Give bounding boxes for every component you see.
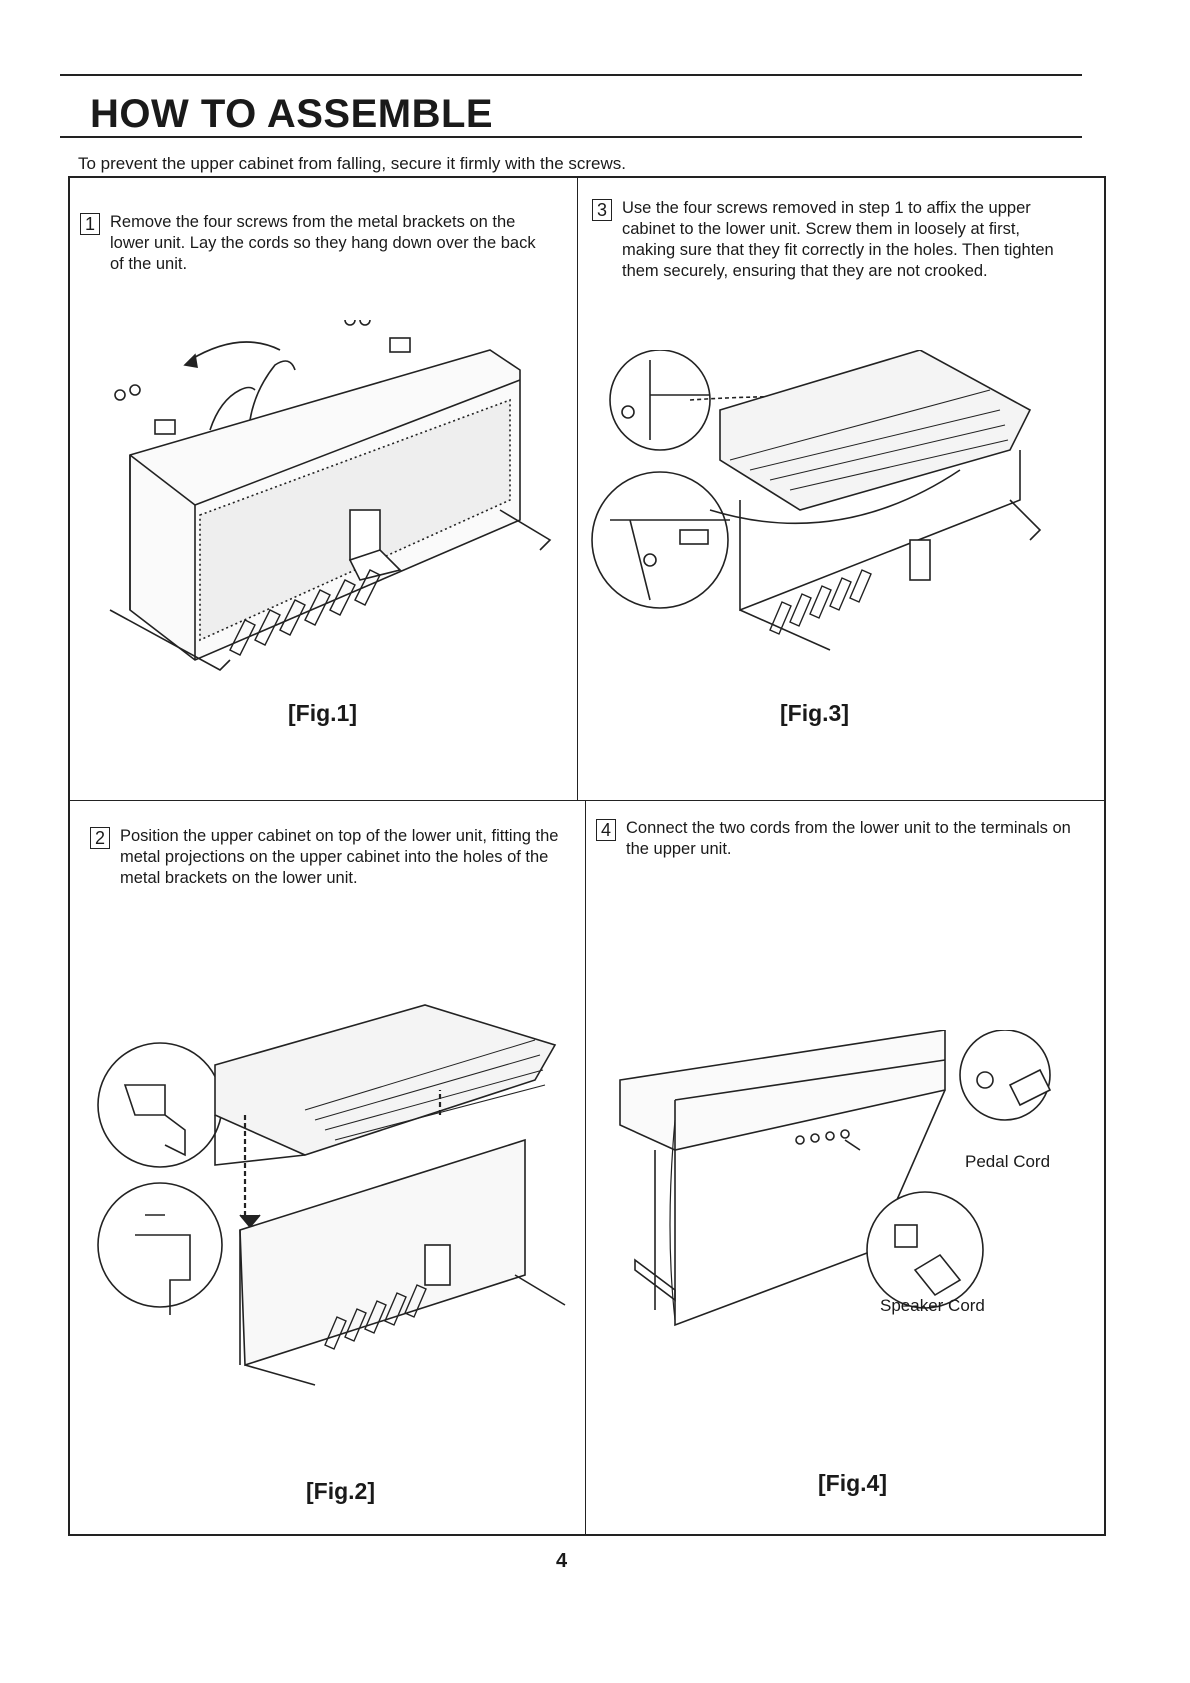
step-number: 2: [90, 827, 110, 849]
step-2: 2 Position the upper cabinet on top of t…: [90, 826, 560, 889]
step-number: 3: [592, 199, 612, 221]
step-text: Connect the two cords from the lower uni…: [626, 819, 1071, 858]
fig4-illustration: [619, 1030, 1052, 1327]
fig1-label: [Fig.1]: [288, 700, 357, 726]
step-4: 4 Connect the two cords from the lower u…: [596, 818, 1076, 860]
grid-divider-bottom: [585, 800, 586, 1535]
grid-divider-middle: [68, 800, 1106, 801]
pedal-cord-callout: Pedal Cord: [965, 1152, 1051, 1171]
step-3: 3 Use the four screws removed in step 1 …: [592, 198, 1072, 282]
fig4-label: [Fig.4]: [818, 1470, 887, 1496]
intro-text: To prevent the upper cabinet from fallin…: [78, 154, 627, 173]
step-text: Use the four screws removed in step 1 to…: [622, 199, 1054, 280]
step-1: 1 Remove the four screws from the metal …: [80, 212, 550, 275]
step-text: Position the upper cabinet on top of the…: [120, 827, 559, 887]
fig1-illustration: [109, 320, 552, 671]
title-rule: [60, 136, 1082, 138]
fig3-label: [Fig.3]: [780, 700, 849, 726]
page-number: 4: [556, 1550, 568, 1572]
step-number: 1: [80, 213, 100, 235]
step-number: 4: [596, 819, 616, 841]
top-rule: [60, 74, 1082, 76]
steps-grid: [68, 176, 1106, 1536]
fig3-illustration: [591, 350, 1042, 651]
fig2-illustration: [97, 1004, 566, 1386]
grid-divider-top: [577, 176, 578, 800]
step-text: Remove the four screws from the metal br…: [110, 213, 536, 273]
fig2-label: [Fig.2]: [306, 1478, 375, 1504]
page-title: HOW TO ASSEMBLE: [90, 92, 494, 136]
speaker-cord-callout: Speaker Cord: [880, 1296, 985, 1315]
